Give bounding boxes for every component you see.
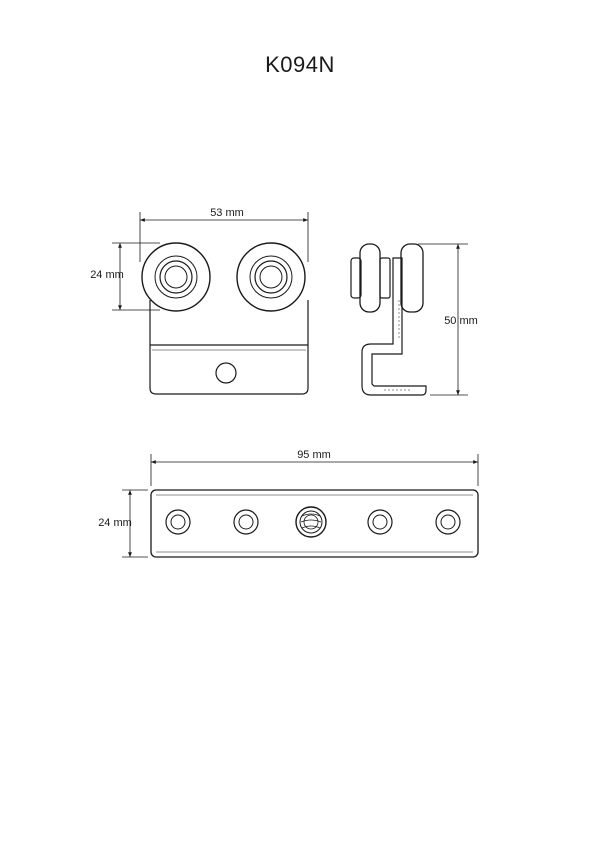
mount-hole-1 — [165, 509, 191, 535]
side-wheel-left — [359, 243, 381, 313]
bottom-height-label: 24 mm — [98, 517, 132, 529]
front-mount-hole — [215, 362, 237, 384]
bottom-width-label: 95 mm — [297, 449, 331, 461]
left-wheel — [141, 242, 211, 312]
side-axle — [379, 257, 391, 299]
front-width-label: 53 mm — [210, 207, 244, 219]
base-plate — [150, 489, 479, 558]
side-wheel-right — [400, 243, 424, 313]
side-bracket — [361, 257, 427, 396]
front-plate — [149, 300, 309, 395]
mount-hole-2 — [233, 509, 259, 535]
front-height-label: 24 mm — [90, 269, 124, 281]
side-view: 50 mm — [350, 243, 478, 396]
side-height-label: 50 mm — [444, 315, 478, 327]
bottom-view: 95 mm 24 mm — [98, 449, 479, 558]
drawing-title: K094N — [265, 52, 335, 77]
mount-hole-4 — [435, 509, 461, 535]
threaded-hole — [295, 506, 327, 538]
side-wheel-hub — [350, 257, 362, 299]
front-view: 53 mm 24 mm — [90, 207, 309, 395]
right-wheel — [236, 242, 306, 312]
mount-hole-3 — [367, 509, 393, 535]
